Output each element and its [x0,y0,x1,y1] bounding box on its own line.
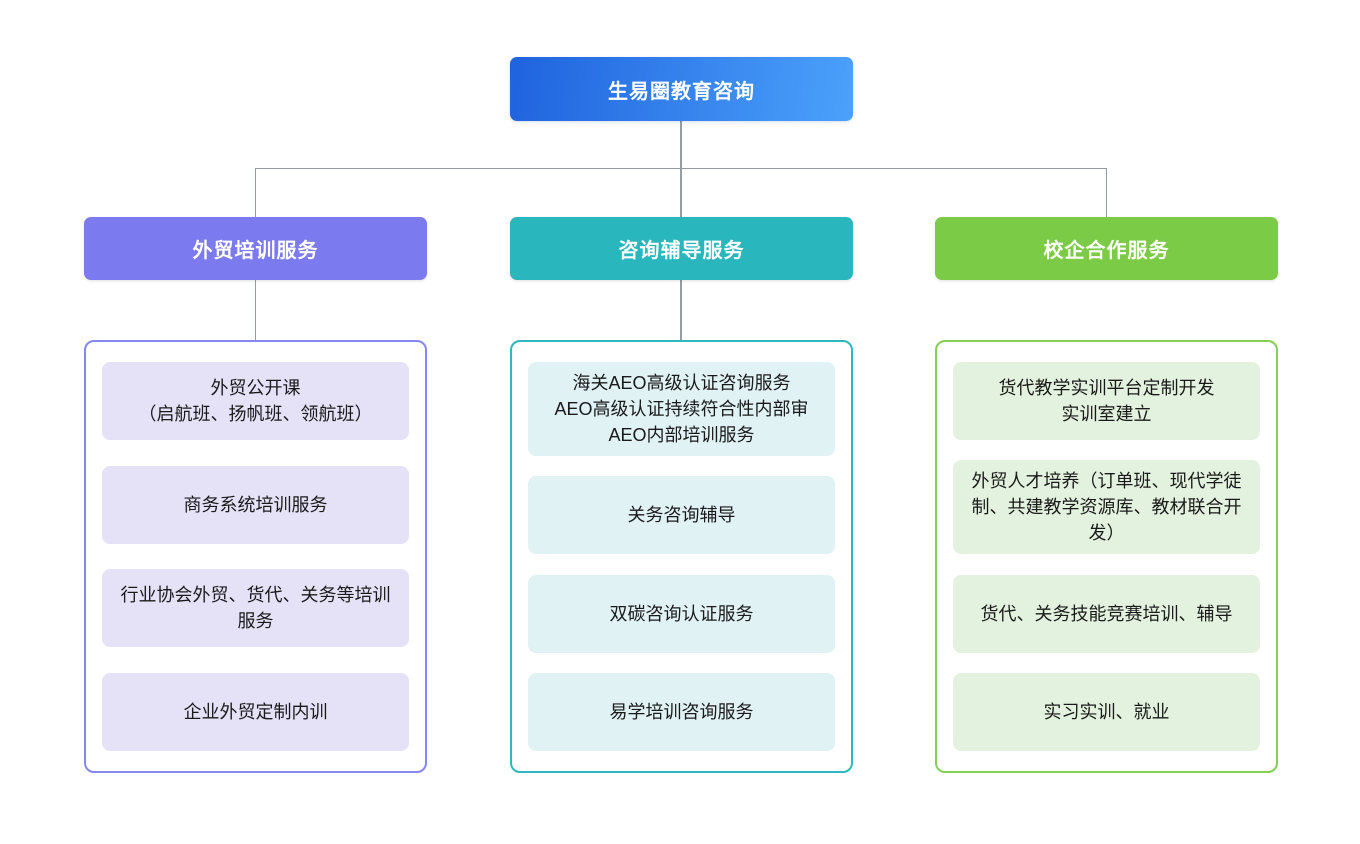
leaf-item: 海关AEO高级认证咨询服务 AEO高级认证持续符合性内部审 AEO内部培训服务 [528,362,835,456]
branch-header-label: 咨询辅导服务 [618,240,745,262]
leaf-item: 双碳咨询认证服务 [528,574,835,653]
branch-header-consulting: 咨询辅导服务 [510,217,853,280]
root-node: 生易圈教育咨询 [510,57,853,121]
branch-container-consulting: 海关AEO高级认证咨询服务 AEO高级认证持续符合性内部审 AEO内部培训服务 … [510,340,853,773]
leaf-item: 实习实训、就业 [953,672,1260,751]
leaf-item: 关务咨询辅导 [528,476,835,555]
leaf-item: 行业协会外贸、货代、关务等培训服务 [102,569,409,648]
connector-stem-branch-0 [254,280,256,340]
connector-drop-branch-1 [680,167,682,217]
branch-container-trade-training: 外贸公开课 （启航班、扬帆班、领航班） 商务系统培训服务 行业协会外贸、货代、关… [84,340,427,773]
branch-header-label: 校企合作服务 [1043,240,1170,262]
leaf-item: 易学培训咨询服务 [528,672,835,751]
connector-drop-branch-2 [1105,167,1107,217]
connector-stem-branch-1 [680,280,682,340]
connector-drop-branch-0 [254,167,256,217]
leaf-item: 货代、关务技能竞赛培训、辅导 [953,574,1260,653]
leaf-item: 货代教学实训平台定制开发 实训室建立 [953,362,1260,440]
leaf-item: 外贸人才培养（订单班、现代学徒制、共建教学资源库、教材联合开发） [953,460,1260,555]
branch-header-label: 外贸培训服务 [192,240,319,262]
leaf-item: 企业外贸定制内训 [102,672,409,751]
connector-root-stem [680,121,682,168]
branch-header-school-enterprise: 校企合作服务 [935,217,1278,280]
root-node-label: 生易圈教育咨询 [608,80,755,103]
leaf-item: 商务系统培训服务 [102,465,409,544]
branch-header-trade-training: 外贸培训服务 [84,217,427,280]
branch-container-school-enterprise: 货代教学实训平台定制开发 实训室建立 外贸人才培养（订单班、现代学徒制、共建教学… [935,340,1278,773]
leaf-item: 外贸公开课 （启航班、扬帆班、领航班） [102,362,409,440]
